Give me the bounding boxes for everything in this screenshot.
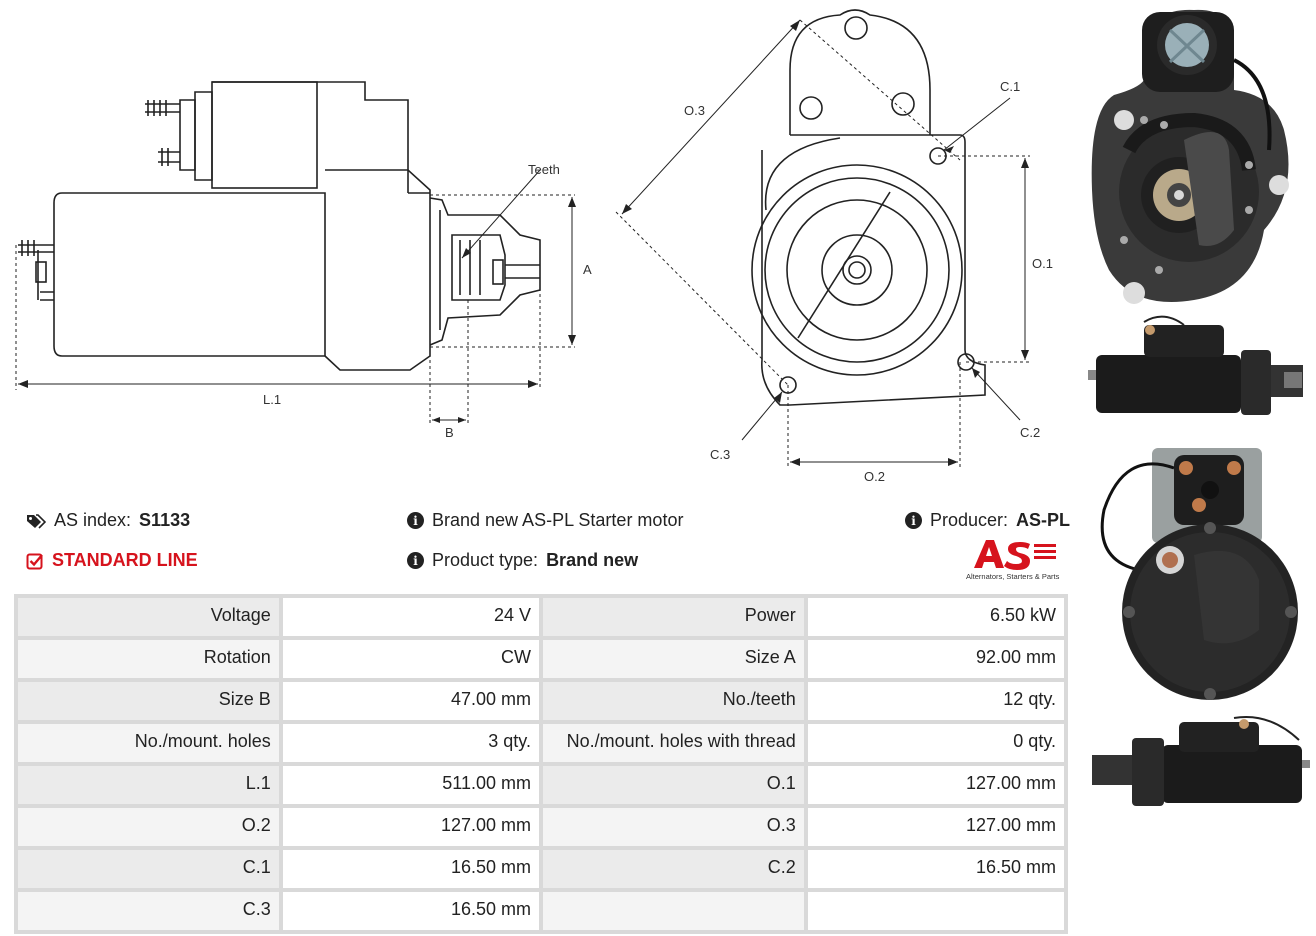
product-photos [1088, 9, 1310, 806]
spec-value: 127.00 mm [807, 808, 1064, 846]
spec-value: 0 qty. [807, 724, 1064, 762]
spec-value: 16.50 mm [282, 850, 539, 888]
spec-value: 511.00 mm [282, 766, 539, 804]
info-circle-icon: i [407, 512, 424, 529]
dim-o2-label: O.2 [864, 469, 885, 484]
dim-c1-label: C.1 [1000, 79, 1020, 94]
spec-value: 24 V [282, 598, 539, 636]
spec-value [807, 892, 1064, 930]
dim-b-label: B [445, 425, 454, 440]
check-square-icon [26, 552, 44, 570]
technical-drawings: Teeth A L.1 B [15, 9, 1053, 484]
as-pl-logo: Alternators, Starters & Parts [960, 538, 1072, 584]
info-circle-icon: i [407, 552, 424, 569]
dim-c3-label: C.3 [710, 447, 730, 462]
front-view-drawing [751, 9, 986, 406]
photo-side-view [1088, 315, 1303, 415]
photo-front-view [1091, 9, 1289, 304]
as-index-label: AS index: [54, 510, 132, 530]
spec-label: Size A [542, 640, 804, 678]
as-index-line: AS index: S1133 [26, 510, 190, 531]
spec-label: No./mount. holes [18, 724, 279, 762]
spec-value: 16.50 mm [282, 892, 539, 930]
producer-value: AS-PL [1016, 510, 1071, 530]
spec-label: C.3 [18, 892, 279, 930]
spec-label: C.1 [18, 850, 279, 888]
spec-label: L.1 [18, 766, 279, 804]
dim-c2-label: C.2 [1020, 425, 1040, 440]
spec-value: 127.00 mm [807, 766, 1064, 804]
spec-label: O.3 [542, 808, 804, 846]
teeth-label: Teeth [528, 162, 560, 177]
dim-o3-label: O.3 [684, 103, 705, 118]
side-view-drawing [18, 81, 541, 371]
spec-value: 16.50 mm [807, 850, 1064, 888]
spec-label: Voltage [18, 598, 279, 636]
standard-line-text: STANDARD LINE [52, 550, 198, 570]
spec-label: No./mount. holes with thread [542, 724, 804, 762]
spec-value: 127.00 mm [282, 808, 539, 846]
producer-line: i Producer: AS-PL [905, 510, 1070, 531]
spec-label: Rotation [18, 640, 279, 678]
as-index-value: S1133 [139, 510, 191, 530]
description-line: i Brand new AS-PL Starter motor [407, 510, 683, 531]
spec-label: O.2 [18, 808, 279, 846]
info-circle-icon: i [905, 512, 922, 529]
spec-label: Power [542, 598, 804, 636]
spec-value: 12 qty. [807, 682, 1064, 720]
spec-value: CW [282, 640, 539, 678]
photo-rear-view [1100, 448, 1298, 700]
spec-label: Size B [18, 682, 279, 720]
spec-value: 92.00 mm [807, 640, 1064, 678]
product-type-label: Product type: [432, 550, 539, 570]
spec-value: 6.50 kW [807, 598, 1064, 636]
product-type-line: i Product type: Brand new [407, 550, 638, 571]
logo-tagline: Alternators, Starters & Parts [966, 572, 1060, 581]
as-logo-mark [974, 540, 1056, 570]
spec-label: O.1 [542, 766, 804, 804]
tags-icon [26, 513, 46, 529]
product-type-value: Brand new [546, 550, 639, 570]
dim-l1-label: L.1 [263, 392, 281, 407]
standard-line-badge: STANDARD LINE [26, 550, 198, 571]
spec-label: No./teeth [542, 682, 804, 720]
spec-label [542, 892, 804, 930]
producer-label: Producer: [930, 510, 1009, 530]
product-description: Brand new AS-PL Starter motor [432, 510, 684, 530]
dim-a-label: A [583, 262, 592, 277]
spec-value: 47.00 mm [282, 682, 539, 720]
photo-side-view-2 [1092, 716, 1310, 806]
spec-label: C.2 [542, 850, 804, 888]
spec-value: 3 qty. [282, 724, 539, 762]
dim-o1-label: O.1 [1032, 256, 1053, 271]
